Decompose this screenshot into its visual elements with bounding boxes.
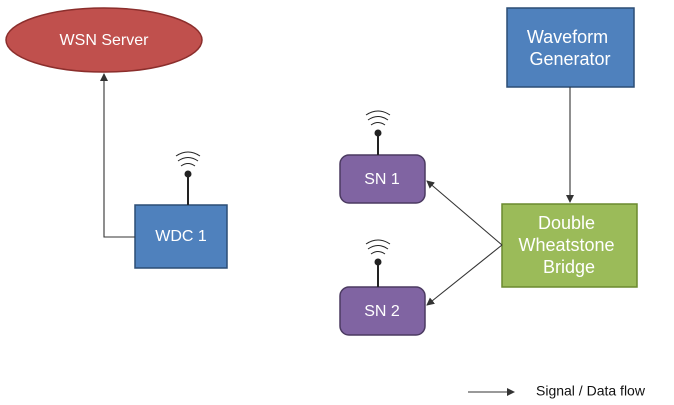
bridge-line-3: Bridge bbox=[543, 257, 595, 277]
wdc1-to-server-arrow bbox=[100, 73, 135, 238]
bridge-to-sn1-arrow bbox=[426, 180, 503, 246]
sn2-node: SN 2 bbox=[339, 286, 426, 336]
sn2-antenna-icon bbox=[365, 239, 391, 287]
sn2-label: SN 2 bbox=[364, 303, 400, 320]
bridge-label: Double Wheatstone Bridge bbox=[518, 213, 619, 277]
bridge-shape bbox=[501, 203, 638, 288]
wsn-server-node: WSN Server bbox=[5, 7, 203, 73]
wsn-server-label: WSN Server bbox=[60, 32, 150, 49]
sn1-shape bbox=[339, 154, 426, 204]
bridge-node: Double Wheatstone Bridge bbox=[501, 203, 638, 288]
sn2-shape bbox=[339, 286, 426, 336]
bridge-line-2: Wheatstone bbox=[518, 235, 614, 255]
wdc1-node: WDC 1 bbox=[134, 204, 228, 269]
wdc1-label: WDC 1 bbox=[155, 228, 207, 245]
waveform-generator-shape bbox=[506, 7, 635, 88]
bridge-to-sn2-arrow bbox=[426, 244, 503, 306]
legend: Signal / Data flow bbox=[468, 383, 646, 399]
waveform-generator-label: Waveform Generator bbox=[527, 27, 613, 69]
sn1-node: SN 1 bbox=[339, 154, 426, 204]
wdc1-antenna-icon bbox=[175, 151, 201, 205]
sn1-label: SN 1 bbox=[364, 171, 400, 188]
sn1-antenna-icon bbox=[365, 110, 391, 155]
waveform-generator-line-1: Waveform bbox=[527, 27, 608, 47]
legend-label: Signal / Data flow bbox=[536, 383, 646, 399]
wdc1-shape bbox=[134, 204, 228, 269]
wsn-server-shape bbox=[5, 7, 203, 73]
bridge-line-1: Double bbox=[538, 213, 595, 233]
waveform-generator-line-2: Generator bbox=[529, 49, 610, 69]
waveform-generator-node: Waveform Generator bbox=[506, 7, 635, 88]
